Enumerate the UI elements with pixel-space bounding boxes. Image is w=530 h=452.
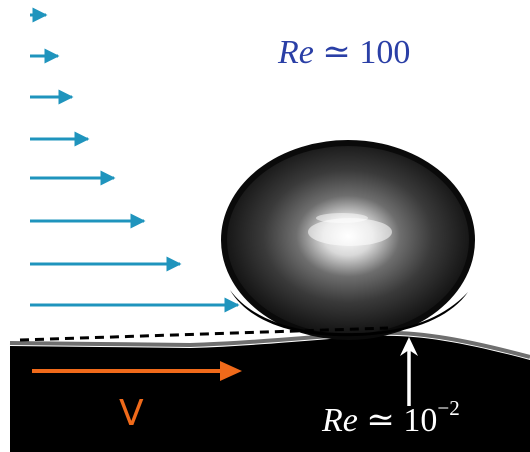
re-value: 100	[359, 34, 411, 71]
re-symbol: Re	[322, 402, 358, 439]
re-base: 10	[403, 402, 438, 439]
flow-profile-arrows	[30, 7, 240, 313]
re-exponent: −2	[437, 396, 460, 421]
substrate	[10, 335, 530, 452]
reynolds-number-contact-label: Re ≃ 10−2	[322, 398, 460, 439]
droplet-rim	[221, 140, 475, 340]
velocity-arrow	[32, 361, 242, 381]
velocity-label: V	[119, 393, 144, 434]
droplet-highlight-small	[316, 213, 368, 223]
re-relation: ≃	[366, 402, 395, 439]
contact-pointer-arrow	[400, 337, 418, 406]
dashed-tangent-line	[19, 326, 389, 342]
droplet-highlight	[308, 218, 392, 246]
re-symbol: Re	[278, 34, 314, 71]
reynolds-number-droplet-label: Re ≃ 100	[278, 36, 410, 70]
re-relation: ≃	[322, 34, 351, 71]
